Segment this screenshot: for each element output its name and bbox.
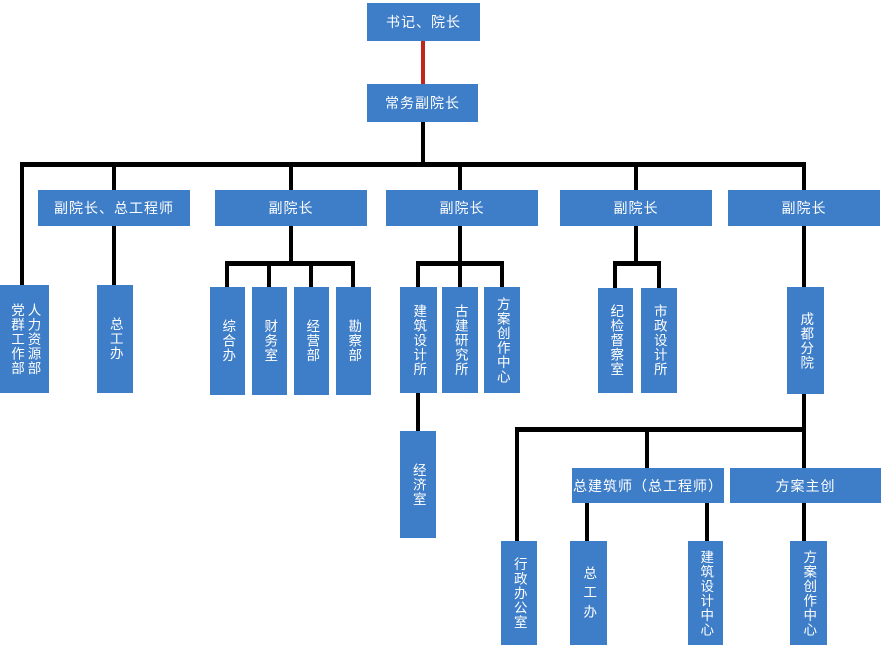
scheme-chief-creator-box: 方案主创 (730, 468, 881, 503)
chief-architect-box: 总建筑师（总工程师） (572, 468, 724, 503)
architectural-design-center-box: 建筑设计中心 (688, 541, 723, 645)
finance-office-label: 财务室 (262, 319, 278, 363)
hierarchy-connector-line (225, 261, 355, 266)
branch-chief-engineer-office-box: 总 工 办 (570, 541, 607, 645)
hierarchy-connector-line (267, 261, 271, 288)
hierarchy-connector-line (585, 502, 589, 542)
hierarchy-connector-line (289, 162, 293, 192)
scheme-creation-center-box: 方案创作中心 (484, 287, 520, 393)
chengdu-branch-label: 成都分院 (798, 311, 814, 370)
business-dept-box: 经营部 (294, 287, 329, 395)
vice-dean-2-box: 副院长 (386, 190, 538, 226)
hierarchy-connector-line (112, 162, 116, 192)
party-mass-hr-box: 党群工作部人力资源部 (0, 285, 49, 393)
vice-dean-1-box: 副院长 (215, 190, 367, 226)
finance-office-box: 财务室 (252, 287, 287, 395)
hierarchy-connector-line (416, 393, 420, 431)
executive-vice-dean-label: 常务副院长 (385, 95, 460, 111)
vice-dean-4-label: 副院长 (781, 200, 827, 216)
ancient-architecture-institute-label: 古建研究所 (452, 303, 468, 377)
economics-office-label: 经济室 (410, 462, 426, 507)
hierarchy-connector-line (112, 225, 116, 285)
hierarchy-connector-line (613, 261, 661, 266)
vice-dean-1-label: 副院长 (268, 200, 314, 216)
municipal-design-institute-label: 市政设计所 (651, 304, 667, 377)
hierarchy-connector-line (802, 225, 806, 287)
hierarchy-connector-line (416, 261, 420, 288)
hierarchy-connector-line (657, 261, 661, 289)
hierarchy-connector-line (515, 427, 519, 541)
executive-vice-dean-box: 常务副院长 (367, 84, 478, 122)
chief-architect-label: 总建筑师（总工程师） (573, 477, 723, 494)
chengdu-branch-box: 成都分院 (787, 287, 824, 394)
discipline-inspection-office-box: 纪检督察室 (598, 288, 633, 393)
hierarchy-connector-line (458, 261, 462, 288)
hierarchy-connector-line (421, 122, 425, 166)
secretary-dean-label: 书记、院长 (386, 14, 461, 30)
ancient-architecture-institute-box: 古建研究所 (442, 287, 478, 393)
party-mass-hr-label: 党群工作部 (9, 302, 24, 376)
general-office-box: 综合办 (210, 287, 245, 395)
branch-chief-engineer-office-label: 总 工 办 (581, 566, 597, 620)
hierarchy-connector-line (515, 427, 806, 432)
branch-scheme-creation-center-box: 方案创作中心 (790, 541, 827, 645)
vice-dean-3-label: 副院长 (613, 200, 659, 216)
hierarchy-connector-line (20, 162, 806, 167)
hierarchy-connector-line (225, 261, 229, 288)
vice-dean-chief-engineer-label: 副院长、总工程师 (54, 200, 174, 216)
survey-dept-box: 勘察部 (336, 287, 371, 395)
chief-engineer-office-label: 总工办 (107, 317, 123, 361)
hierarchy-connector-line (802, 427, 806, 468)
hierarchy-connector-line (20, 162, 24, 285)
hierarchy-connector-line (458, 162, 462, 192)
hierarchy-connector-line (802, 394, 806, 428)
architectural-design-institute-label: 建筑设计所 (411, 303, 427, 377)
architectural-design-institute-box: 建筑设计所 (400, 287, 437, 393)
party-mass-hr-label-2: 人力资源部 (25, 302, 41, 376)
hierarchy-connector-line (289, 225, 293, 265)
hierarchy-connector-line (500, 261, 504, 288)
general-office-label: 综合办 (220, 319, 236, 363)
scheme-creation-center-label: 方案创作中心 (494, 296, 510, 384)
hierarchy-connector-line (705, 502, 709, 542)
architectural-design-center-label: 建筑设计中心 (698, 549, 714, 637)
vice-dean-2-label: 副院长 (439, 200, 485, 216)
secretary-dean-box: 书记、院长 (367, 3, 480, 41)
hierarchy-connector-line-special (421, 41, 425, 84)
hierarchy-connector-line (802, 502, 806, 542)
branch-scheme-creation-center-label: 方案创作中心 (801, 549, 817, 637)
hierarchy-connector-line (458, 225, 462, 265)
administrative-office-box: 行政办公室 (501, 541, 537, 645)
vice-dean-chief-engineer-box: 副院长、总工程师 (38, 190, 190, 226)
business-dept-label: 经营部 (304, 319, 320, 363)
municipal-design-institute-box: 市政设计所 (641, 288, 677, 393)
survey-dept-label: 勘察部 (346, 319, 362, 363)
economics-office-box: 经济室 (400, 431, 436, 538)
hierarchy-connector-line (351, 261, 355, 288)
administrative-office-label: 行政办公室 (511, 556, 527, 630)
discipline-inspection-office-label: 纪检督察室 (608, 304, 624, 377)
hierarchy-connector-line (645, 427, 649, 468)
vice-dean-3-box: 副院长 (560, 190, 712, 226)
hierarchy-connector-line (802, 162, 806, 192)
hierarchy-connector-line (309, 261, 313, 288)
hierarchy-connector-line (634, 162, 638, 192)
vice-dean-4-box: 副院长 (728, 190, 880, 226)
hierarchy-connector-line (634, 225, 638, 265)
chief-engineer-office-box: 总工办 (97, 285, 133, 393)
scheme-chief-creator-label: 方案主创 (775, 477, 836, 494)
hierarchy-connector-line (613, 261, 617, 289)
